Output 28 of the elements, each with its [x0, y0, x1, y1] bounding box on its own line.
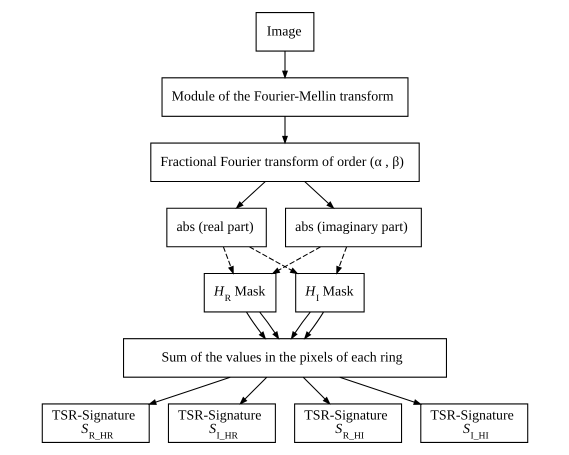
node-box: TSR-Signature S$_{I_HR}$ [167, 403, 276, 443]
arrow [282, 116, 288, 144]
node-box: TSR-Signature S$_{R_HR}$ [41, 403, 150, 443]
node-box: abs (imaginary part) [284, 208, 422, 248]
arrow [222, 246, 234, 275]
arrow [339, 376, 422, 405]
node-box: TSR-Signature S$_{I_HI}$ [420, 403, 528, 443]
node-box: H$_{I}$ Mask [294, 272, 364, 312]
arrow [246, 312, 266, 340]
arrow [234, 181, 266, 210]
arrow [336, 246, 347, 275]
arrow [147, 376, 230, 405]
node-box: Module of the Fourier-Mellin transform [161, 77, 408, 117]
node-box: Fractional Fourier transform of order (α , β) [150, 142, 420, 182]
node-box: Image [255, 12, 314, 52]
node-box: Sum of the values in the pixels of each ring [122, 338, 446, 378]
node-box: TSR-Signature S$_{R_HI}$ [294, 403, 402, 443]
arrow [248, 246, 298, 274]
arrow [258, 312, 279, 340]
node-box: H$_{R}$ Mask [203, 272, 276, 312]
arrow [270, 246, 320, 274]
arrow [290, 312, 310, 340]
arrow [303, 312, 324, 340]
arrow [304, 181, 334, 210]
node-box: abs (real part) [166, 208, 266, 248]
arrow [238, 376, 267, 405]
arrow [282, 51, 288, 80]
arrow [302, 376, 330, 405]
